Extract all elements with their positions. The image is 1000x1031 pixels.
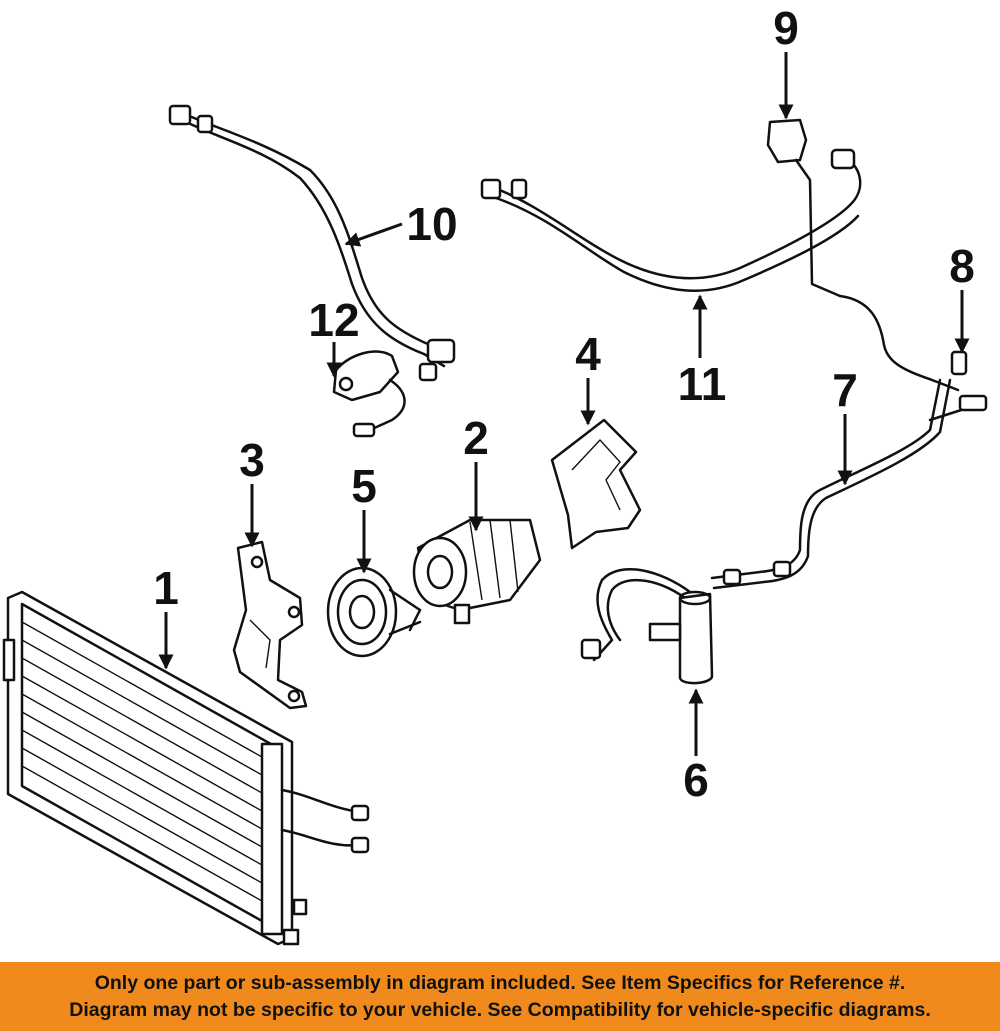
condenser-part	[2, 590, 370, 946]
callout-6-label: 6	[683, 754, 709, 806]
compressor-clutch-part	[326, 566, 422, 658]
suction-hose-part	[480, 148, 862, 292]
callout-12-label: 12	[308, 294, 359, 346]
liquid-line-part	[710, 294, 988, 590]
compressor-part	[408, 518, 542, 632]
callout-10-label: 10	[406, 198, 457, 250]
ac-parts-diagram: 1 2 3 4 5 6 7 8 9 10 11 12	[2, 2, 988, 946]
compressor-bracket-part	[232, 540, 308, 710]
disclaimer-banner: Only one part or sub-assembly in diagram…	[0, 962, 1000, 1031]
callout-1-label: 1	[153, 562, 179, 614]
heat-shield-part	[550, 418, 642, 550]
pressure-switch-part	[332, 350, 406, 438]
disclaimer-line-1: Only one part or sub-assembly in diagram…	[94, 972, 906, 994]
callout-7-label: 7	[832, 364, 858, 416]
accumulator-part	[580, 567, 714, 685]
callout-labels: 1 2 3 4 5 6 7 8 9 10 11 12	[153, 2, 975, 806]
orifice-switch-part	[766, 118, 842, 298]
callout-arrows	[158, 52, 970, 756]
callout-8-label: 8	[949, 240, 975, 292]
callout-4-label: 4	[575, 328, 601, 380]
callout-10-arrow	[344, 222, 403, 247]
discharge-hose-part	[168, 104, 456, 382]
callout-2-label: 2	[463, 412, 489, 464]
callout-9-label: 9	[773, 2, 799, 54]
callout-3-label: 3	[239, 434, 265, 486]
callout-11-label: 11	[678, 358, 727, 410]
callout-5-label: 5	[351, 460, 377, 512]
disclaimer-line-2: Diagram may not be specific to your vehi…	[69, 999, 931, 1021]
